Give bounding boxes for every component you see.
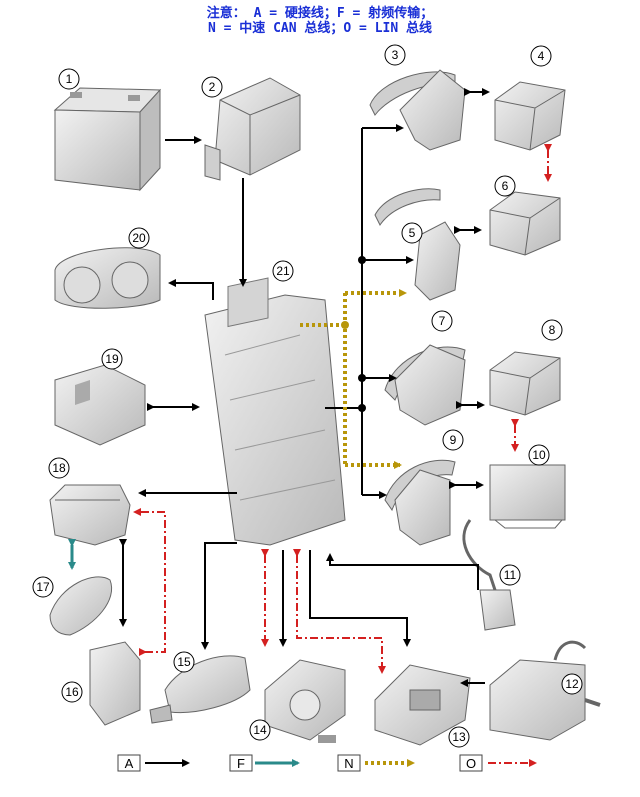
door-handle-fl — [369, 69, 466, 151]
callout-16: 16 — [61, 681, 83, 703]
callout-2: 2 — [201, 76, 223, 98]
callout-5: 5 — [401, 222, 423, 244]
svg-text:12: 12 — [565, 677, 579, 691]
door-handle-rl — [384, 344, 466, 426]
receiver-module — [49, 484, 131, 546]
legend-f: F — [229, 754, 300, 772]
callout-8: 8 — [541, 319, 563, 341]
callout-13: 13 — [448, 726, 470, 748]
svg-text:6: 6 — [502, 179, 509, 193]
steering-lock — [149, 655, 251, 724]
svg-text:19: 19 — [105, 352, 119, 366]
callout-3: 3 — [384, 44, 406, 66]
rear-module — [489, 640, 601, 741]
svg-text:1: 1 — [66, 72, 73, 86]
siren-module — [264, 659, 346, 743]
legend-n: N — [337, 754, 415, 772]
note-line-2: N = 中速 CAN 总线；O = LIN 总线 — [207, 21, 433, 36]
door-module-fr — [489, 191, 561, 256]
svg-text:17: 17 — [36, 580, 50, 594]
instrument-cluster — [54, 247, 161, 309]
callout-4: 4 — [530, 45, 552, 67]
central-junction-box — [204, 277, 346, 546]
svg-text:10: 10 — [532, 448, 546, 462]
svg-text:20: 20 — [132, 231, 146, 245]
svg-text:3: 3 — [392, 48, 399, 62]
link-21-15 — [201, 542, 237, 650]
callout-7: 7 — [431, 310, 453, 332]
callout-18: 18 — [48, 457, 70, 479]
callout-1: 1 — [58, 68, 80, 90]
svg-text:11: 11 — [504, 568, 517, 582]
legend-o: O — [459, 754, 537, 772]
svg-text:14: 14 — [253, 723, 267, 737]
svg-text:2: 2 — [209, 80, 216, 94]
callout-11: 11 — [499, 564, 521, 586]
keyless-module — [89, 641, 141, 726]
callout-20: 20 — [128, 227, 150, 249]
svg-text:O: O — [466, 756, 476, 771]
battery-junction-box — [204, 77, 301, 181]
link-21-20 — [168, 279, 214, 300]
start-button-bracket — [54, 364, 146, 446]
lin-16-18 — [133, 508, 166, 656]
svg-text:5: 5 — [409, 226, 416, 240]
svg-text:9: 9 — [450, 433, 457, 447]
callout-9: 9 — [442, 429, 464, 451]
svg-text:21: 21 — [276, 264, 290, 278]
svg-text:7: 7 — [439, 314, 446, 328]
callout-10: 10 — [528, 444, 550, 466]
legend: A F N O — [117, 754, 537, 772]
callout-15: 15 — [173, 651, 195, 673]
door-handle-fr — [374, 188, 461, 301]
roof-console — [374, 664, 471, 746]
svg-text:13: 13 — [452, 730, 466, 744]
callout-12: 12 — [561, 673, 583, 695]
svg-text:A: A — [125, 756, 134, 771]
svg-text:18: 18 — [52, 461, 66, 475]
antenna-sensor — [462, 519, 516, 631]
svg-text:8: 8 — [549, 323, 556, 337]
note-line-1: 注意： A = 硬接线；F = 射频传输； — [206, 6, 434, 21]
callout-17: 17 — [32, 576, 54, 598]
link-11-21 — [326, 553, 479, 590]
battery — [53, 87, 162, 192]
svg-text:15: 15 — [177, 655, 191, 669]
smart-key — [49, 576, 112, 636]
svg-text:16: 16 — [65, 685, 79, 699]
callout-6: 6 — [494, 175, 516, 197]
svg-text:4: 4 — [538, 49, 545, 63]
door-module-rr — [489, 464, 566, 529]
legend-a: A — [117, 754, 190, 772]
svg-text:N: N — [344, 756, 353, 771]
callout-21: 21 — [272, 260, 294, 282]
door-module-rl — [489, 351, 561, 416]
door-module-fl — [494, 81, 566, 151]
callout-19: 19 — [101, 348, 123, 370]
door-handle-rr — [384, 459, 456, 546]
svg-text:F: F — [237, 756, 245, 771]
callout-14: 14 — [249, 719, 271, 741]
